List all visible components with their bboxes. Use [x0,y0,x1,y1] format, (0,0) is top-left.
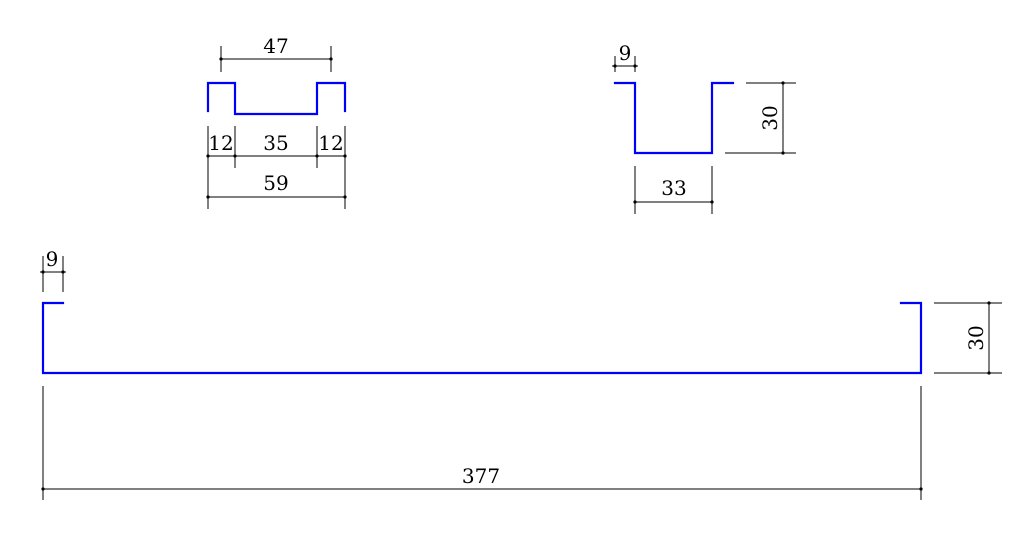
dim-long-depth: 30 [934,301,1002,375]
dim-channel-lip: 9 [612,41,638,72]
dim-label-long-lip: 9 [46,247,59,271]
dim-label-flange-left: 12 [208,131,233,155]
dim-label-channel-lip: 9 [619,41,632,65]
hat-profile: 47 12 35 12 59 [206,34,347,209]
hat-profile-outline [206,81,347,116]
dim-label-channel-depth: 30 [758,105,782,130]
dim-segments: 12 35 12 [206,126,347,168]
dim-label-long-length: 377 [462,464,500,488]
dim-label-top-width: 47 [263,34,288,58]
dim-label-channel-bottom: 33 [661,176,686,200]
long-channel-outline [41,301,923,375]
channel-profile: 9 30 33 [612,41,796,214]
long-channel-profile: 9 30 377 [40,247,1002,500]
dim-channel-depth: 30 [725,81,796,155]
dim-label-flange-right: 12 [318,131,343,155]
dim-long-length: 377 [41,386,923,500]
dim-overall-width: 59 [206,168,347,209]
dim-channel-bottom: 33 [633,166,714,214]
dim-label-overall-width: 59 [263,171,288,195]
dim-label-web-width: 35 [263,131,288,155]
dim-label-long-depth: 30 [964,325,988,350]
channel-profile-outline [613,81,735,155]
dim-top-width: 47 [219,34,333,72]
dim-long-lip: 9 [40,247,66,292]
